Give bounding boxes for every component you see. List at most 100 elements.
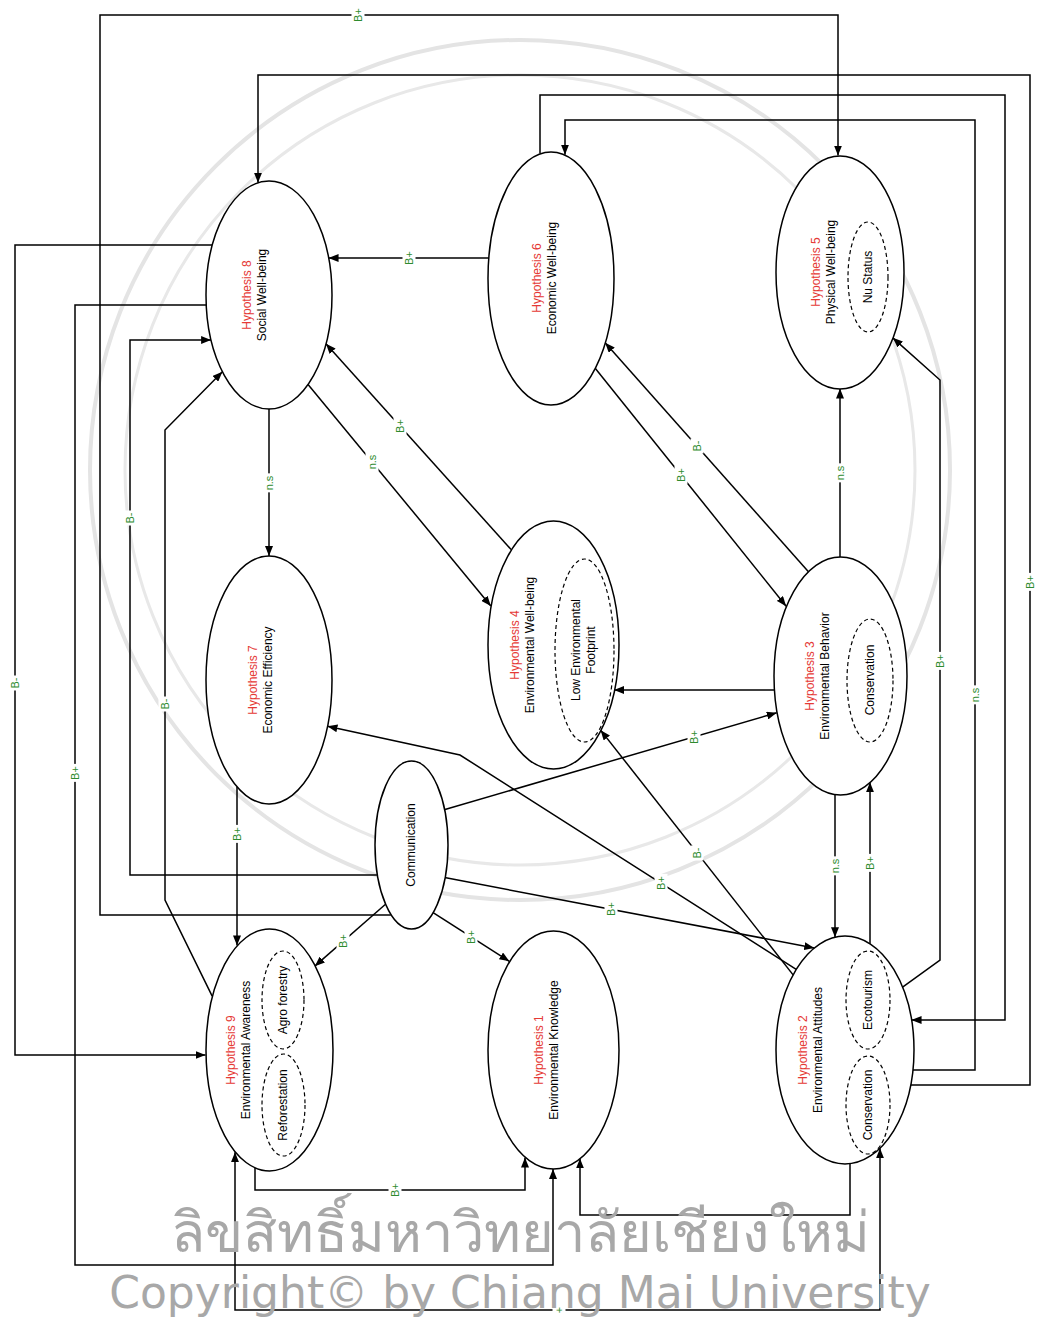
ellipse-shape [555,559,614,742]
arrow-connector [15,245,212,1055]
ellipse-outline [554,558,615,743]
node-title: Environmental Attitudes [811,987,826,1113]
concept-ellipse: Hypothesis 3Environmental Behavior Conser… [773,556,908,796]
node-title: Reforestation [276,1069,291,1140]
edge-label: B- [9,675,22,690]
arrow-connector [614,689,774,691]
watermark-text: ลิขสิทธิ์มหาวิทยาลัยเชียงใหม่ [171,1188,870,1277]
concept-ellipse: Hypothesis 4Environmental Well-being Low … [487,520,620,770]
arrow-connector [444,713,777,810]
ellipse-outline [847,221,889,333]
edge-label: n.s [834,463,847,482]
ellipse-shape [488,931,619,1169]
arrow-connector [165,372,222,996]
arrow-connector [893,338,940,987]
text-group: Hypothesis 4Environmental Well-being [508,577,538,714]
node-title: Conservation [863,645,878,716]
seal-ring [125,75,915,865]
arrow-connector [236,787,238,946]
ellipse-shape [262,1054,305,1156]
hypothesis-number: Hypothesis 4 [508,577,523,714]
hypothesis-number: Hypothesis 7 [246,626,261,733]
edge-label: B- [690,438,703,453]
arrow-connector [565,120,975,1070]
edge-label: B+ [394,417,407,435]
edge-label: B+ [389,1181,402,1199]
arrow-connector [869,782,871,944]
seal-ring [90,40,950,900]
hypothesis-number: Hypothesis 6 [530,222,545,335]
edge-label: n.s [366,453,379,472]
ellipse-shape [375,761,448,929]
node-title: Environmental Behavior [818,612,833,739]
arrow-connector [580,1158,850,1215]
node-title: Agro forestry [276,966,291,1035]
edge-label: B+ [604,900,617,918]
text-group: Hypothesis 3Environmental Behavior [803,612,833,739]
text-group: Conservation [861,1070,876,1141]
text-group: Hypothesis 1Environmental Knowledge [532,980,562,1119]
text-group: Hypothesis 2Environmental Attitudes [796,987,826,1113]
arrow-connector [834,795,836,938]
sub-concept-ellipse: Conservation [845,1055,891,1155]
text-group: Agro forestry [276,966,291,1035]
sub-concept-ellipse: Conservation [846,618,894,743]
edge-label: n.s [263,473,276,492]
arrow-connector [100,15,838,915]
ellipse-shape [488,152,614,405]
hypothesis-number: Hypothesis 2 [796,987,811,1113]
edge-label: B+ [1024,573,1037,591]
edge-label: B+ [69,764,82,782]
hypothesis-number: Hypothesis 3 [803,612,818,739]
arrow-connector [445,878,815,948]
ellipse-outline [487,930,620,1170]
ellipse-shape [847,619,893,742]
node-title: Environmental Knowledge [547,980,562,1119]
edge-label: B- [690,845,703,860]
sub-concept-ellipse: Agro forestry [261,950,305,1050]
edge-label: B+ [675,466,688,484]
arrow-connector [839,389,841,558]
text-group: Hypothesis 8Social Well-being [240,249,270,342]
hypothesis-number: Hypothesis 9 [224,981,239,1120]
edge-label: B+ [465,928,478,946]
ellipse-shape [774,557,907,795]
ellipse-shape [488,521,619,769]
ellipse-shape [776,156,904,389]
watermark-text: Copyright© by Chiang Mai University [109,1267,931,1318]
text-group: Conservation [863,645,878,716]
node-title: Communication [404,803,419,886]
ellipse-shape [206,556,332,804]
hypothesis-number: Hypothesis 5 [809,220,824,325]
text-group: Hypothesis 5Physical Well-being [809,220,839,325]
arrow-connector [605,343,808,572]
concept-ellipse: Hypothesis 5Physical Well-being Nu Status [775,155,905,390]
ellipse-outline [845,950,891,1050]
ellipse-outline [846,618,894,743]
arrow-connector [329,257,489,259]
node-title: Economic Efficiency [261,626,276,733]
node-title: Nu Status [861,251,876,304]
concept-ellipse: Hypothesis 7Economic Efficiency [205,555,333,805]
edge-label: + [553,1305,566,1315]
ellipse-shape [206,929,333,1171]
arrow-connector [258,75,1030,1085]
concept-ellipse: Communication [374,760,449,930]
edge-label: B+ [864,854,877,872]
node-title: Environmental Well-being [523,577,538,714]
ellipse-outline [775,935,915,1165]
ellipse-outline [487,151,615,406]
text-group: Communication [404,803,419,886]
text-group: Ecotourism [861,970,876,1030]
sub-concept-ellipse: Ecotourism [845,950,891,1050]
edge-label: B+ [231,826,244,844]
sub-concept-ellipse: Reforestation [261,1053,306,1157]
ellipse-outline [205,928,334,1172]
text-group: Hypothesis 6Economic Well-being [530,222,560,335]
ellipse-outline [261,1053,306,1157]
ellipse-shape [206,181,332,409]
node-title: Conservation [861,1070,876,1141]
node-title: Low Environmental Footprint [569,588,599,713]
